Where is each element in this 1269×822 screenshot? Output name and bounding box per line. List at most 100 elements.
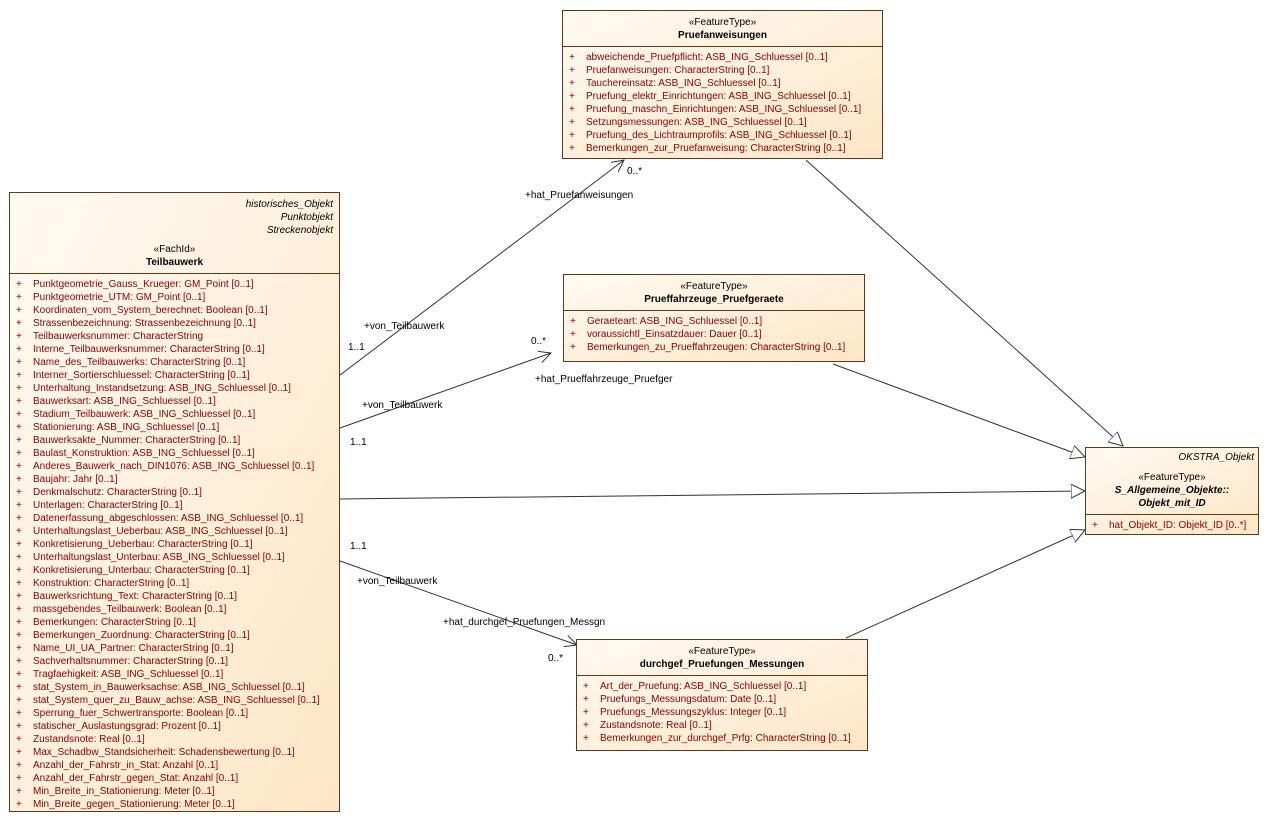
attribute-row[interactable]: +stat_System_in_Bauwerksachse: ASB_ING_S… [16, 681, 335, 694]
attribute-row[interactable]: +Denkmalschutz: CharacterString [0..1] [16, 486, 335, 499]
attribute-row[interactable]: +Stadium_Teilbauwerk: ASB_ING_Schluessel… [16, 408, 335, 421]
attribute-row[interactable]: +stat_System_quer_zu_Bauw_achse: ASB_ING… [16, 694, 335, 707]
attribute-row[interactable]: +Bauwerksart: ASB_ING_Schluessel [0..1] [16, 395, 335, 408]
attribute-row[interactable]: +Interne_Teilbauwerksnummer: CharacterSt… [16, 343, 335, 356]
attribute-row[interactable]: +Baujahr: Jahr [0..1] [16, 473, 335, 486]
attribute-row[interactable]: +Bemerkungen_zur_Pruefanweisung: Charact… [569, 142, 878, 155]
attribute-row[interactable]: +Anzahl_der_Fahrstr_gegen_Stat: Anzahl [… [16, 772, 335, 785]
visibility-marker: + [569, 143, 575, 154]
attribute-row[interactable]: +Bauwerksrichtung_Text: CharacterString … [16, 590, 335, 603]
attribute-text: Pruefung_des_Lichtraumprofils: ASB_ING_S… [586, 130, 852, 141]
parent-class: Punktobjekt [280, 212, 333, 223]
attribute-row[interactable]: +Sachverhaltsnummer: CharacterString [0.… [16, 655, 335, 668]
visibility-marker: + [16, 526, 22, 537]
association-messungen[interactable] [340, 561, 577, 645]
attribute-row[interactable]: +abweichende_Pruefpflicht: ASB_ING_Schlu… [569, 51, 878, 64]
attribute-row[interactable]: +Unterhaltungslast_Unterbau: ASB_ING_Sch… [16, 551, 335, 564]
visibility-marker: + [16, 409, 22, 420]
visibility-marker: + [16, 786, 22, 797]
visibility-marker: + [569, 78, 575, 89]
class-prueffahrzeuge-pruefgeraete[interactable]: «FeatureType» Prueffahrzeuge_Pruefgeraet… [563, 274, 865, 362]
attribute-row[interactable]: +Pruefung_elektr_Einrichtungen: ASB_ING_… [569, 90, 878, 103]
attribute-row[interactable]: +Sperrung_fuer_Schwertransporte: Boolean… [16, 707, 335, 720]
class-pruefanweisungen[interactable]: «FeatureType» Pruefanweisungen +abweiche… [562, 10, 883, 159]
attribute-text: massgebendes_Teilbauwerk: Boolean [0..1] [33, 604, 227, 615]
attribute-row[interactable]: +Konkretisierung_Ueberbau: CharacterStri… [16, 538, 335, 551]
attribute-row[interactable]: +Unterhaltung_Instandsetzung: ASB_ING_Sc… [16, 382, 335, 395]
attribute-text: voraussichtl_Einsatzdauer: Dauer [0..1] [587, 329, 762, 340]
class-name: durchgef_Pruefungen_Messungen [639, 659, 805, 670]
attribute-row[interactable]: +Bemerkungen_Zuordnung: CharacterString … [16, 629, 335, 642]
attribute-row[interactable]: +Pruefungs_Messungsdatum: Date [0..1] [583, 693, 863, 706]
attribute-row[interactable]: +Max_Schadbw_Standsicherheit: Schadensbe… [16, 746, 335, 759]
attribute-row[interactable]: +Tragfaehigkeit: ASB_ING_Schluessel [0..… [16, 668, 335, 681]
attribute-row[interactable]: +Min_Breite_in_Stationierung: Meter [0..… [16, 785, 335, 798]
attribute-row[interactable]: +hat_Objekt_ID: Objekt_ID [0..*] [1092, 519, 1254, 532]
attribute-row[interactable]: +Bemerkungen_zur_durchgef_Prfg: Characte… [583, 732, 863, 745]
attribute-text: hat_Objekt_ID: Objekt_ID [0..*] [1109, 520, 1247, 531]
attribute-row[interactable]: +Zustandsnote: Real [0..1] [16, 733, 335, 746]
attribute-row[interactable]: +Name_UI_UA_Partner: CharacterString [0.… [16, 642, 335, 655]
visibility-marker: + [16, 799, 22, 810]
attribute-row[interactable]: +Teilbauwerksnummer: CharacterString [16, 330, 335, 343]
attribute-row[interactable]: +Pruefungs_Messungszyklus: Integer [0..1… [583, 706, 863, 719]
attribute-row[interactable]: +Datenerfassung_abgeschlossen: ASB_ING_S… [16, 512, 335, 525]
attribute-row[interactable]: +Tauchereinsatz: ASB_ING_Schluessel [0..… [569, 77, 878, 90]
visibility-marker: + [16, 708, 22, 719]
attribute-row[interactable]: +massgebendes_Teilbauwerk: Boolean [0..1… [16, 603, 335, 616]
attribute-row[interactable]: +Strassenbezeichnung: Strassenbezeichnun… [16, 317, 335, 330]
attribute-row[interactable]: +Name_des_Teilbauwerks: CharacterString … [16, 356, 335, 369]
attribute-text: Pruefungs_Messungsdatum: Date [0..1] [600, 694, 777, 705]
class-durchgef-pruefungen-messungen[interactable]: «FeatureType» durchgef_Pruefungen_Messun… [576, 639, 868, 751]
attribute-row[interactable]: +Anderes_Bauwerk_nach_DIN1076: ASB_ING_S… [16, 460, 335, 473]
attribute-text: Bemerkungen_zur_durchgef_Prfg: Character… [600, 733, 851, 744]
visibility-marker: + [16, 292, 22, 303]
visibility-marker: + [570, 342, 576, 353]
attribute-row[interactable]: +Bemerkungen_zu_Prueffahrzeugen: Charact… [570, 341, 860, 354]
class-name: Teilbauwerk [145, 257, 204, 268]
attribute-row[interactable]: +Konstruktion: CharacterString [0..1] [16, 577, 335, 590]
visibility-marker: + [16, 552, 22, 563]
association-pruefanweisungen[interactable] [340, 160, 624, 375]
attribute-row[interactable]: +Bemerkungen: CharacterString [0..1] [16, 616, 335, 629]
attribute-row[interactable]: +Punktgeometrie_UTM: GM_Point [0..1] [16, 291, 335, 304]
visibility-marker: + [16, 760, 22, 771]
association-prueffahrzeuge[interactable] [340, 353, 551, 428]
multiplicity-pruefanweisungen: 0..* [627, 166, 643, 177]
attribute-row[interactable]: +Min_Breite_gegen_Stationierung: Meter [… [16, 798, 335, 811]
attribute-row[interactable]: +statischer_Auslastungsgrad: Prozent [0.… [16, 720, 335, 733]
attribute-row[interactable]: +Anzahl_der_Fahrstr_in_Stat: Anzahl [0..… [16, 759, 335, 772]
attribute-row[interactable]: +Pruefung_des_Lichtraumprofils: ASB_ING_… [569, 129, 878, 142]
attribute-row[interactable]: +Koordinaten_vom_System_berechnet: Boole… [16, 304, 335, 317]
attribute-text: Interner_Sortierschluessel: CharacterStr… [33, 370, 250, 381]
attribute-row[interactable]: +voraussichtl_Einsatzdauer: Dauer [0..1] [570, 328, 860, 341]
attribute-row[interactable]: +Interner_Sortierschluessel: CharacterSt… [16, 369, 335, 382]
attribute-row[interactable]: +Stationierung: ASB_ING_Schluessel [0..1… [16, 421, 335, 434]
class-objekt-mit-id[interactable]: OKSTRA_Objekt «FeatureType» S_Allgemeine… [1085, 447, 1259, 535]
attribute-row[interactable]: +Geraeteart: ASB_ING_Schluessel [0..1] [570, 315, 860, 328]
generalization-messungen[interactable] [845, 530, 1085, 639]
attribute-row[interactable]: +Pruefung_maschn_Einrichtungen: ASB_ING_… [569, 103, 878, 116]
attribute-text: Denkmalschutz: CharacterString [0..1] [33, 487, 202, 498]
attribute-row[interactable]: +Art_der_Pruefung: ASB_ING_Schluessel [0… [583, 680, 863, 693]
class-header: historisches_Objekt Punktobjekt Strecken… [10, 193, 339, 274]
attribute-row[interactable]: +Zustandsnote: Real [0..1] [583, 719, 863, 732]
visibility-marker: + [16, 734, 22, 745]
parent-class: Streckenobjekt [266, 225, 333, 236]
multiplicity-prueffahrzeuge: 0..* [531, 336, 547, 347]
attribute-row[interactable]: +Bauwerksakte_Nummer: CharacterString [0… [16, 434, 335, 447]
attribute-row[interactable]: +Konkretisierung_Unterbau: CharacterStri… [16, 564, 335, 577]
attribute-row[interactable]: +Setzungsmessungen: ASB_ING_Schluessel [… [569, 116, 878, 129]
attribute-row[interactable]: +Pruefanweisungen: CharacterString [0..1… [569, 64, 878, 77]
attribute-row[interactable]: +Unterhaltungslast_Ueberbau: ASB_ING_Sch… [16, 525, 335, 538]
class-name: Pruefanweisungen [678, 30, 767, 41]
attribute-row[interactable]: +Baulast_Konstruktion: ASB_ING_Schluesse… [16, 447, 335, 460]
class-name: Objekt_mit_ID [1138, 498, 1206, 509]
generalization-pruefanweisungen[interactable] [805, 159, 1123, 446]
attribute-row[interactable]: +Unterlagen: CharacterString [0..1] [16, 499, 335, 512]
class-teilbauwerk[interactable]: historisches_Objekt Punktobjekt Strecken… [9, 192, 340, 812]
generalization-teilbauwerk[interactable] [339, 491, 1085, 500]
stereotype-label: «FeatureType» [1138, 472, 1206, 483]
generalization-prueffahrzeuge[interactable] [832, 363, 1085, 457]
attribute-row[interactable]: +Punktgeometrie_Gauss_Krueger: GM_Point … [16, 278, 335, 291]
